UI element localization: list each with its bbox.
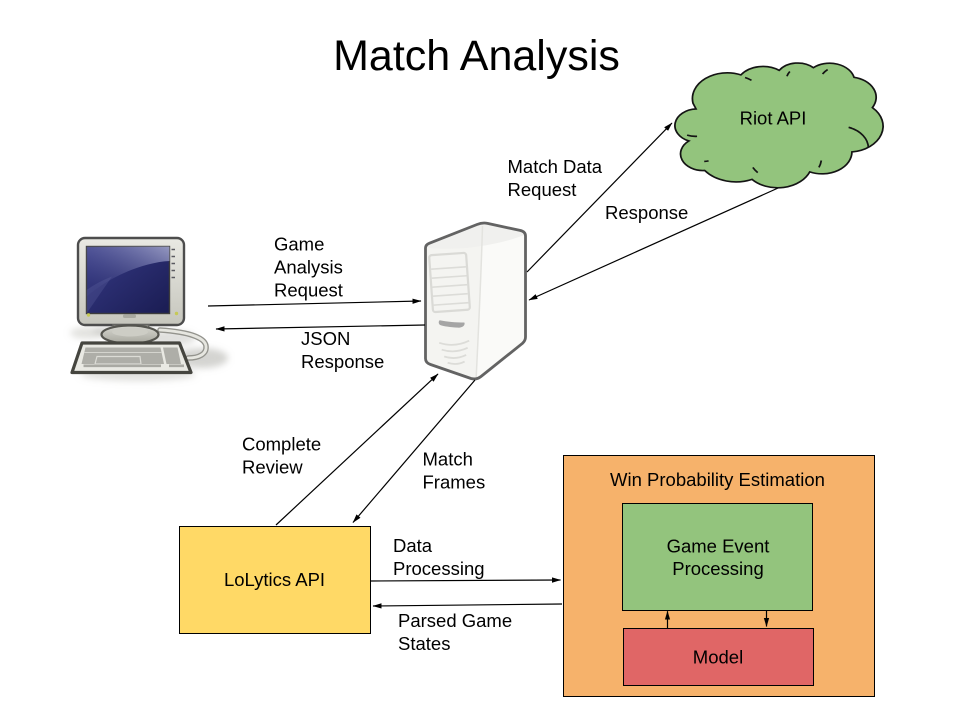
svg-text:Response: Response — [301, 351, 384, 372]
svg-text:LoLytics API: LoLytics API — [224, 569, 325, 590]
svg-text:Riot API: Riot API — [740, 108, 807, 129]
svg-text:Game: Game — [274, 234, 324, 255]
svg-text:Analysis: Analysis — [274, 257, 343, 278]
svg-text:Match Analysis: Match Analysis — [333, 32, 620, 80]
svg-text:Complete: Complete — [242, 434, 321, 455]
svg-text:Match Data: Match Data — [508, 156, 603, 177]
svg-text:Frames: Frames — [423, 472, 486, 493]
svg-text:Request: Request — [274, 280, 343, 301]
svg-text:Response: Response — [605, 202, 688, 223]
svg-text:Match: Match — [423, 449, 473, 470]
svg-text:Processing: Processing — [672, 558, 764, 579]
svg-text:States: States — [398, 633, 450, 654]
svg-text:Data: Data — [393, 535, 433, 556]
svg-text:Parsed Game: Parsed Game — [398, 610, 512, 631]
svg-text:Win Probability Estimation: Win Probability Estimation — [610, 469, 825, 490]
svg-text:Request: Request — [508, 179, 577, 200]
svg-text:Review: Review — [242, 457, 303, 478]
svg-text:Model: Model — [693, 647, 743, 668]
svg-text:JSON: JSON — [301, 328, 350, 349]
svg-text:Processing: Processing — [393, 558, 485, 579]
svg-text:Game Event: Game Event — [667, 536, 770, 557]
